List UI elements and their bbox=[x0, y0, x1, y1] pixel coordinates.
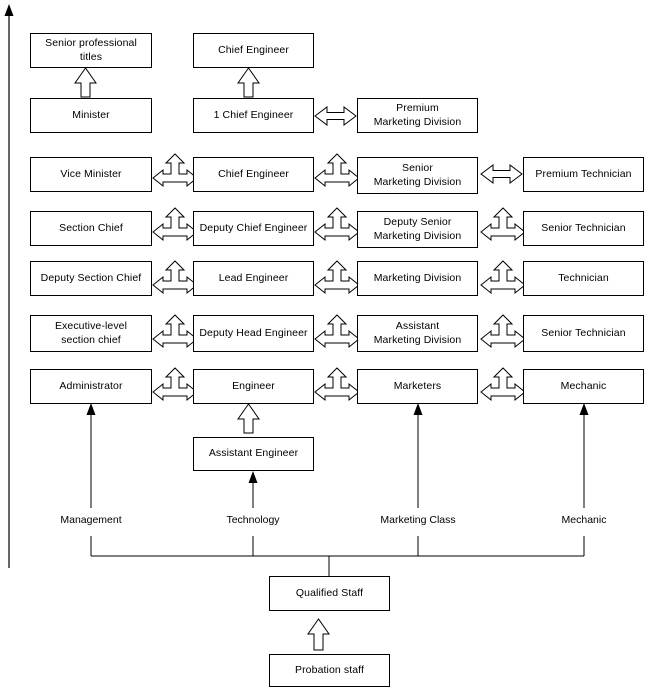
node-assistant-marketing-division[interactable]: Assistant Marketing Division bbox=[357, 315, 478, 352]
three-way-arrow-r4-c3-c4 bbox=[480, 207, 526, 242]
three-way-arrow-r5-c1-c2 bbox=[152, 260, 198, 295]
three-way-arrow-r4-c1-c2 bbox=[152, 207, 198, 242]
node-deputy-chief-engineer[interactable]: Deputy Chief Engineer bbox=[193, 211, 314, 246]
feed-line-mechanic bbox=[579, 403, 589, 508]
three-way-arrow-r5-c3-c4 bbox=[480, 260, 526, 295]
seniority-axis-arrow bbox=[4, 4, 14, 568]
node-deputy-section-chief[interactable]: Deputy Section Chief bbox=[30, 261, 152, 296]
node-senior-marketing-division[interactable]: Senior Marketing Division bbox=[357, 157, 478, 194]
equivalence-arrow-r2-c2-c3 bbox=[314, 106, 357, 126]
node-premium-technician[interactable]: Premium Technician bbox=[523, 157, 644, 192]
promotion-arrow-probation-to-qualified bbox=[307, 618, 330, 651]
three-way-arrow-r7-c2-c3 bbox=[314, 367, 360, 402]
node-minister[interactable]: Minister bbox=[30, 98, 152, 133]
node-deputy-senior-marketing-division[interactable]: Deputy Senior Marketing Division bbox=[357, 211, 478, 248]
three-way-arrow-r6-c2-c3 bbox=[314, 314, 360, 349]
three-way-arrow-r3-c2-c3 bbox=[314, 153, 360, 188]
node-technician[interactable]: Technician bbox=[523, 261, 644, 296]
node-mechanic[interactable]: Mechanic bbox=[523, 369, 644, 404]
node-first-chief-engineer[interactable]: 1 Chief Engineer bbox=[193, 98, 314, 133]
three-way-arrow-r5-c2-c3 bbox=[314, 260, 360, 295]
feed-line-technology bbox=[248, 471, 258, 508]
node-qualified-staff[interactable]: Qualified Staff bbox=[269, 576, 390, 611]
three-way-arrow-r4-c2-c3 bbox=[314, 207, 360, 242]
node-senior-professional-titles[interactable]: Senior professional titles bbox=[30, 33, 152, 68]
node-senior-technician-upper[interactable]: Senior Technician bbox=[523, 211, 644, 246]
category-label-marketing-class: Marketing Class bbox=[380, 514, 456, 526]
node-senior-technician-lower[interactable]: Senior Technician bbox=[523, 315, 644, 352]
three-way-arrow-r7-c3-c4 bbox=[480, 367, 526, 402]
three-way-arrow-r6-c1-c2 bbox=[152, 314, 198, 349]
node-lead-engineer[interactable]: Lead Engineer bbox=[193, 261, 314, 296]
category-bus bbox=[90, 536, 585, 576]
node-chief-engineer-top[interactable]: Chief Engineer bbox=[193, 33, 314, 68]
node-administrator[interactable]: Administrator bbox=[30, 369, 152, 404]
category-label-mechanic: Mechanic bbox=[561, 514, 607, 526]
node-deputy-head-engineer[interactable]: Deputy Head Engineer bbox=[193, 315, 314, 352]
node-engineer[interactable]: Engineer bbox=[193, 369, 314, 404]
three-way-arrow-r6-c3-c4 bbox=[480, 314, 526, 349]
node-marketing-division[interactable]: Marketing Division bbox=[357, 261, 478, 296]
node-probation-staff[interactable]: Probation staff bbox=[269, 654, 390, 687]
promotion-arrow-minister-to-senior-titles bbox=[74, 67, 97, 98]
node-executive-level-section-chief[interactable]: Executive-level section chief bbox=[30, 315, 152, 352]
three-way-arrow-r3-c1-c2 bbox=[152, 153, 198, 188]
node-chief-engineer[interactable]: Chief Engineer bbox=[193, 157, 314, 192]
category-label-management: Management bbox=[60, 514, 122, 526]
node-vice-minister[interactable]: Vice Minister bbox=[30, 157, 152, 192]
node-premium-marketing-division[interactable]: Premium Marketing Division bbox=[357, 98, 478, 133]
feed-line-marketing bbox=[413, 403, 423, 508]
category-label-technology: Technology bbox=[226, 514, 280, 526]
node-section-chief[interactable]: Section Chief bbox=[30, 211, 152, 246]
promotion-arrow-first-chief-to-chief-engineer bbox=[237, 67, 260, 98]
promotion-arrow-assistant-to-engineer bbox=[237, 403, 260, 434]
node-assistant-engineer[interactable]: Assistant Engineer bbox=[193, 437, 314, 471]
equivalence-arrow-r3-c3-c4 bbox=[480, 164, 523, 184]
three-way-arrow-r7-c1-c2 bbox=[152, 367, 198, 402]
feed-line-management bbox=[86, 403, 96, 508]
node-marketers[interactable]: Marketers bbox=[357, 369, 478, 404]
